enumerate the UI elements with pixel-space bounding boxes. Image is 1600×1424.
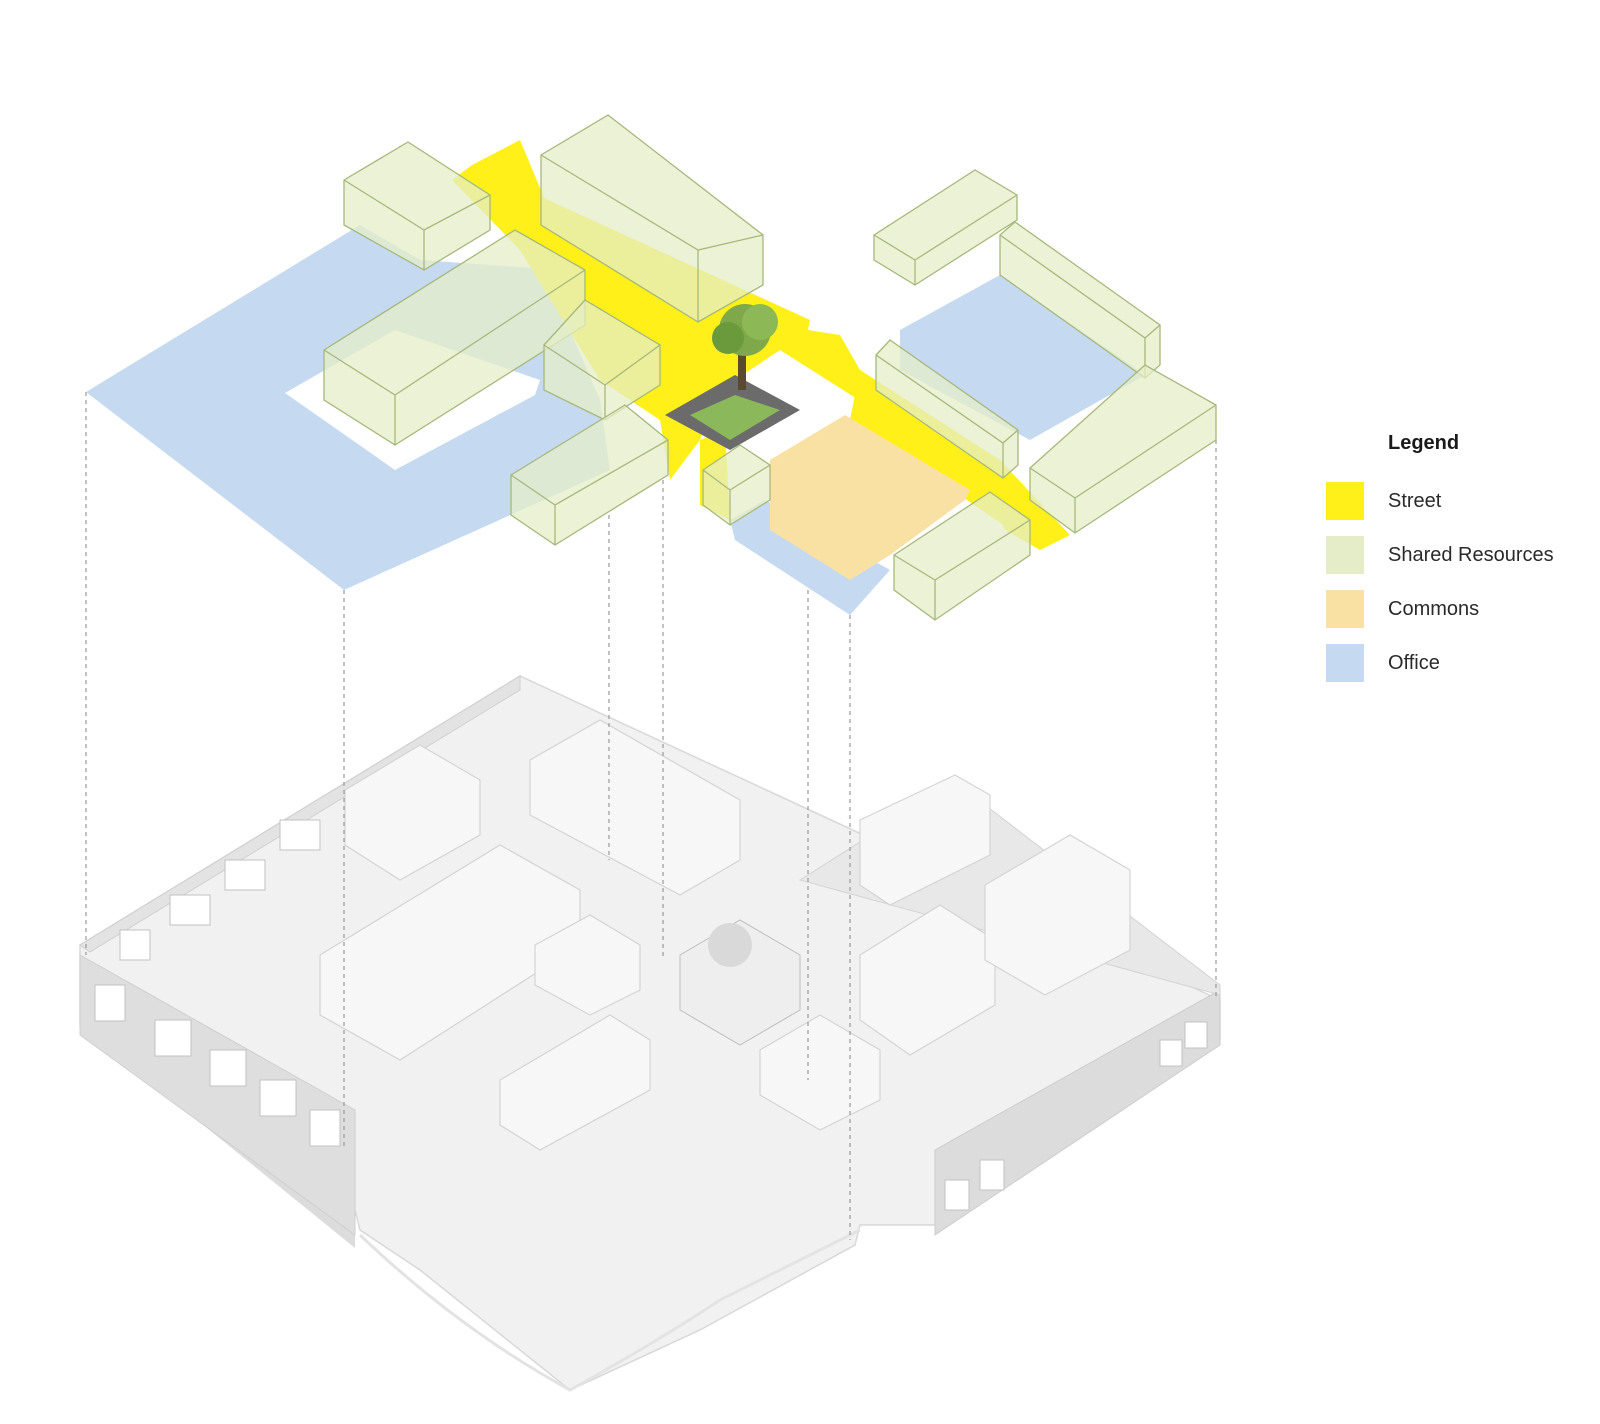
commons-area	[770, 415, 970, 580]
shared-box-i	[875, 339, 1019, 479]
legend-swatch-shared-resources	[1326, 536, 1364, 574]
shared-box-a	[343, 141, 491, 271]
legend-label-office: Office	[1388, 652, 1440, 674]
legend-title: Legend	[1388, 432, 1460, 454]
base-front-curve	[358, 1228, 861, 1392]
legend-swatch-street	[1326, 482, 1364, 520]
shared-box-k	[893, 491, 1031, 621]
legend-item-shared-resources: Shared Resources	[1326, 536, 1586, 574]
base-left-facade	[79, 954, 356, 1236]
base-tree-icon	[708, 923, 752, 967]
base-windows-left	[94, 819, 341, 1147]
projection-lines	[85, 392, 1217, 1240]
legend-label-commons: Commons	[1388, 598, 1480, 620]
legend-label-shared-resources: Shared Resources	[1388, 544, 1554, 566]
shared-box-c	[540, 114, 764, 323]
courtyard	[665, 304, 800, 450]
shared-box-j	[1029, 364, 1217, 534]
legend-item-street: Street	[1326, 482, 1586, 520]
shared-box-g	[873, 169, 1018, 286]
legend-swatch-commons	[1326, 590, 1364, 628]
shared-resources-boxes	[323, 114, 1217, 621]
legend-item-commons: Commons	[1326, 590, 1586, 628]
base-building-model	[79, 675, 1221, 1392]
street-east	[850, 370, 1070, 550]
legend-item-office: Office	[1326, 644, 1586, 682]
street-north	[472, 140, 545, 250]
base-right-facade	[934, 989, 1221, 1236]
legend-swatch-office	[1326, 644, 1364, 682]
base-ghost-volumes	[319, 719, 1131, 1151]
base-back-wall-left	[79, 675, 521, 953]
base-windows-right	[944, 1021, 1208, 1211]
shared-box-f	[702, 444, 771, 526]
legend-label-street: Street	[1388, 490, 1442, 512]
shared-box-d	[543, 299, 661, 421]
shared-box-e	[510, 404, 669, 546]
